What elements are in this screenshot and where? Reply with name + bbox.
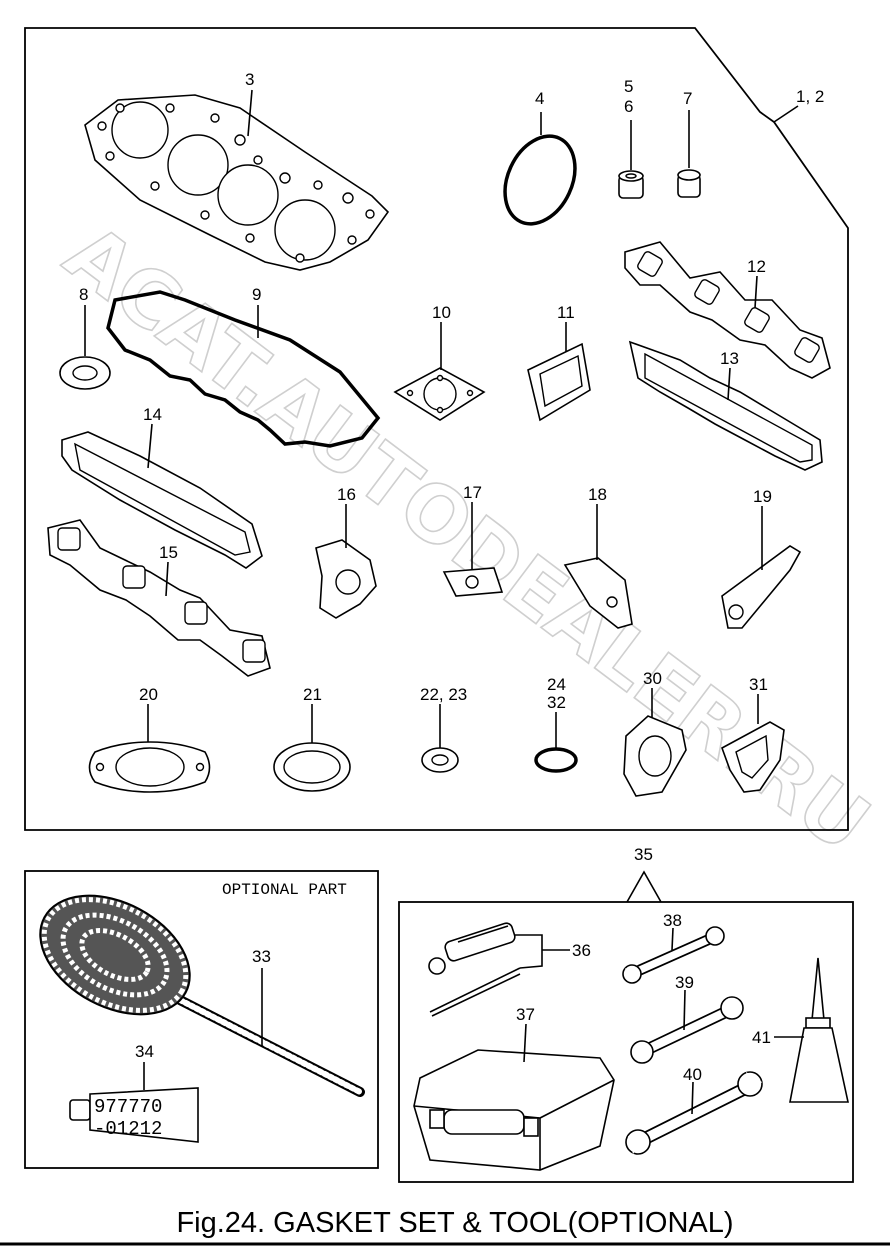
part-11-gasket: 11: [527, 303, 591, 422]
part-15-gasket: 15: [47, 519, 271, 677]
part-37-tool-case: 37: [413, 1005, 615, 1171]
label-12: 12: [747, 257, 766, 276]
part-33-brush: 33: [39, 894, 365, 1097]
label-14: 14: [143, 405, 162, 424]
label-40: 40: [683, 1065, 702, 1084]
label-18: 18: [588, 485, 607, 504]
part-3-head-gasket: 3: [84, 70, 390, 271]
label-10: 10: [432, 303, 451, 322]
part-40-wrench: 40: [625, 1065, 763, 1155]
part-7-seal: 7: [677, 89, 701, 198]
label-7: 7: [683, 89, 692, 108]
tube-code-line1: 977770: [94, 1096, 162, 1118]
label-34: 34: [135, 1042, 154, 1061]
label-13: 13: [720, 349, 739, 368]
label-4: 4: [535, 89, 544, 108]
label-3: 3: [245, 70, 254, 89]
part-5-6-valve-seal: 5 6: [618, 77, 644, 199]
part-41-oil-can: 41: [752, 957, 849, 1103]
part-18-gasket: 18: [563, 485, 633, 629]
part-1-2-set: 1, 2: [773, 87, 824, 123]
tool-set-box: [398, 901, 854, 1183]
label-15: 15: [159, 543, 178, 562]
part-17-gasket: 17: [442, 483, 504, 597]
label-19: 19: [753, 487, 772, 506]
label-32: 32: [547, 693, 566, 712]
label-38: 38: [663, 911, 682, 930]
part-13-intake-gasket: 13: [628, 340, 823, 471]
part-35-tool-set: 35: [626, 845, 662, 903]
label-8: 8: [79, 285, 88, 304]
part-9-cover-gasket: 9: [106, 285, 381, 448]
label-20: 20: [139, 685, 158, 704]
main-frame: [24, 27, 849, 831]
part-12-exhaust-gasket: 12: [624, 241, 831, 379]
part-38-wrench: 38: [622, 911, 725, 984]
part-19-gasket: 19: [721, 487, 802, 629]
label-37: 37: [516, 1005, 535, 1024]
label-16: 16: [337, 485, 356, 504]
part-14-gasket: 14: [61, 405, 263, 569]
part-31-gasket: 31: [721, 675, 785, 793]
label-31: 31: [749, 675, 768, 694]
label-39: 39: [675, 973, 694, 992]
label-30: 30: [643, 669, 662, 688]
part-36-screwdriver: 36: [428, 922, 591, 1017]
part-24-32-o-ring: 24 32: [534, 675, 578, 773]
part-21-gasket: 21: [273, 685, 351, 792]
label-33: 33: [252, 947, 271, 966]
part-22-23-washer: 22, 23: [420, 685, 467, 773]
tube-code-line2: -01212: [94, 1118, 162, 1140]
part-20-gasket: 20: [88, 685, 211, 793]
label-6: 6: [624, 97, 633, 116]
label-1-2: 1, 2: [796, 87, 824, 106]
part-34-sealant-tube: 34 977770 -01212: [69, 1042, 199, 1143]
label-24: 24: [547, 675, 566, 694]
part-8-washer: 8: [59, 285, 111, 390]
label-21: 21: [303, 685, 322, 704]
part-30-gasket: 30: [623, 669, 687, 797]
label-11: 11: [557, 303, 575, 322]
optional-part-box: [24, 870, 379, 1169]
part-4-o-ring: 4: [503, 89, 577, 226]
part-10-gasket: 10: [393, 303, 486, 421]
label-35: 35: [634, 845, 653, 864]
label-22-23: 22, 23: [420, 685, 467, 704]
label-5: 5: [624, 77, 633, 96]
part-16-gasket: 16: [315, 485, 377, 619]
part-39-wrench: 39: [630, 973, 744, 1064]
optional-part-label: OPTIONAL PART: [222, 881, 347, 899]
label-41: 41: [752, 1028, 771, 1047]
label-17: 17: [463, 483, 482, 502]
figure-caption: Fig.24. GASKET SET & TOOL(OPTIONAL): [176, 1207, 733, 1239]
label-36: 36: [572, 941, 591, 960]
label-9: 9: [252, 285, 261, 304]
